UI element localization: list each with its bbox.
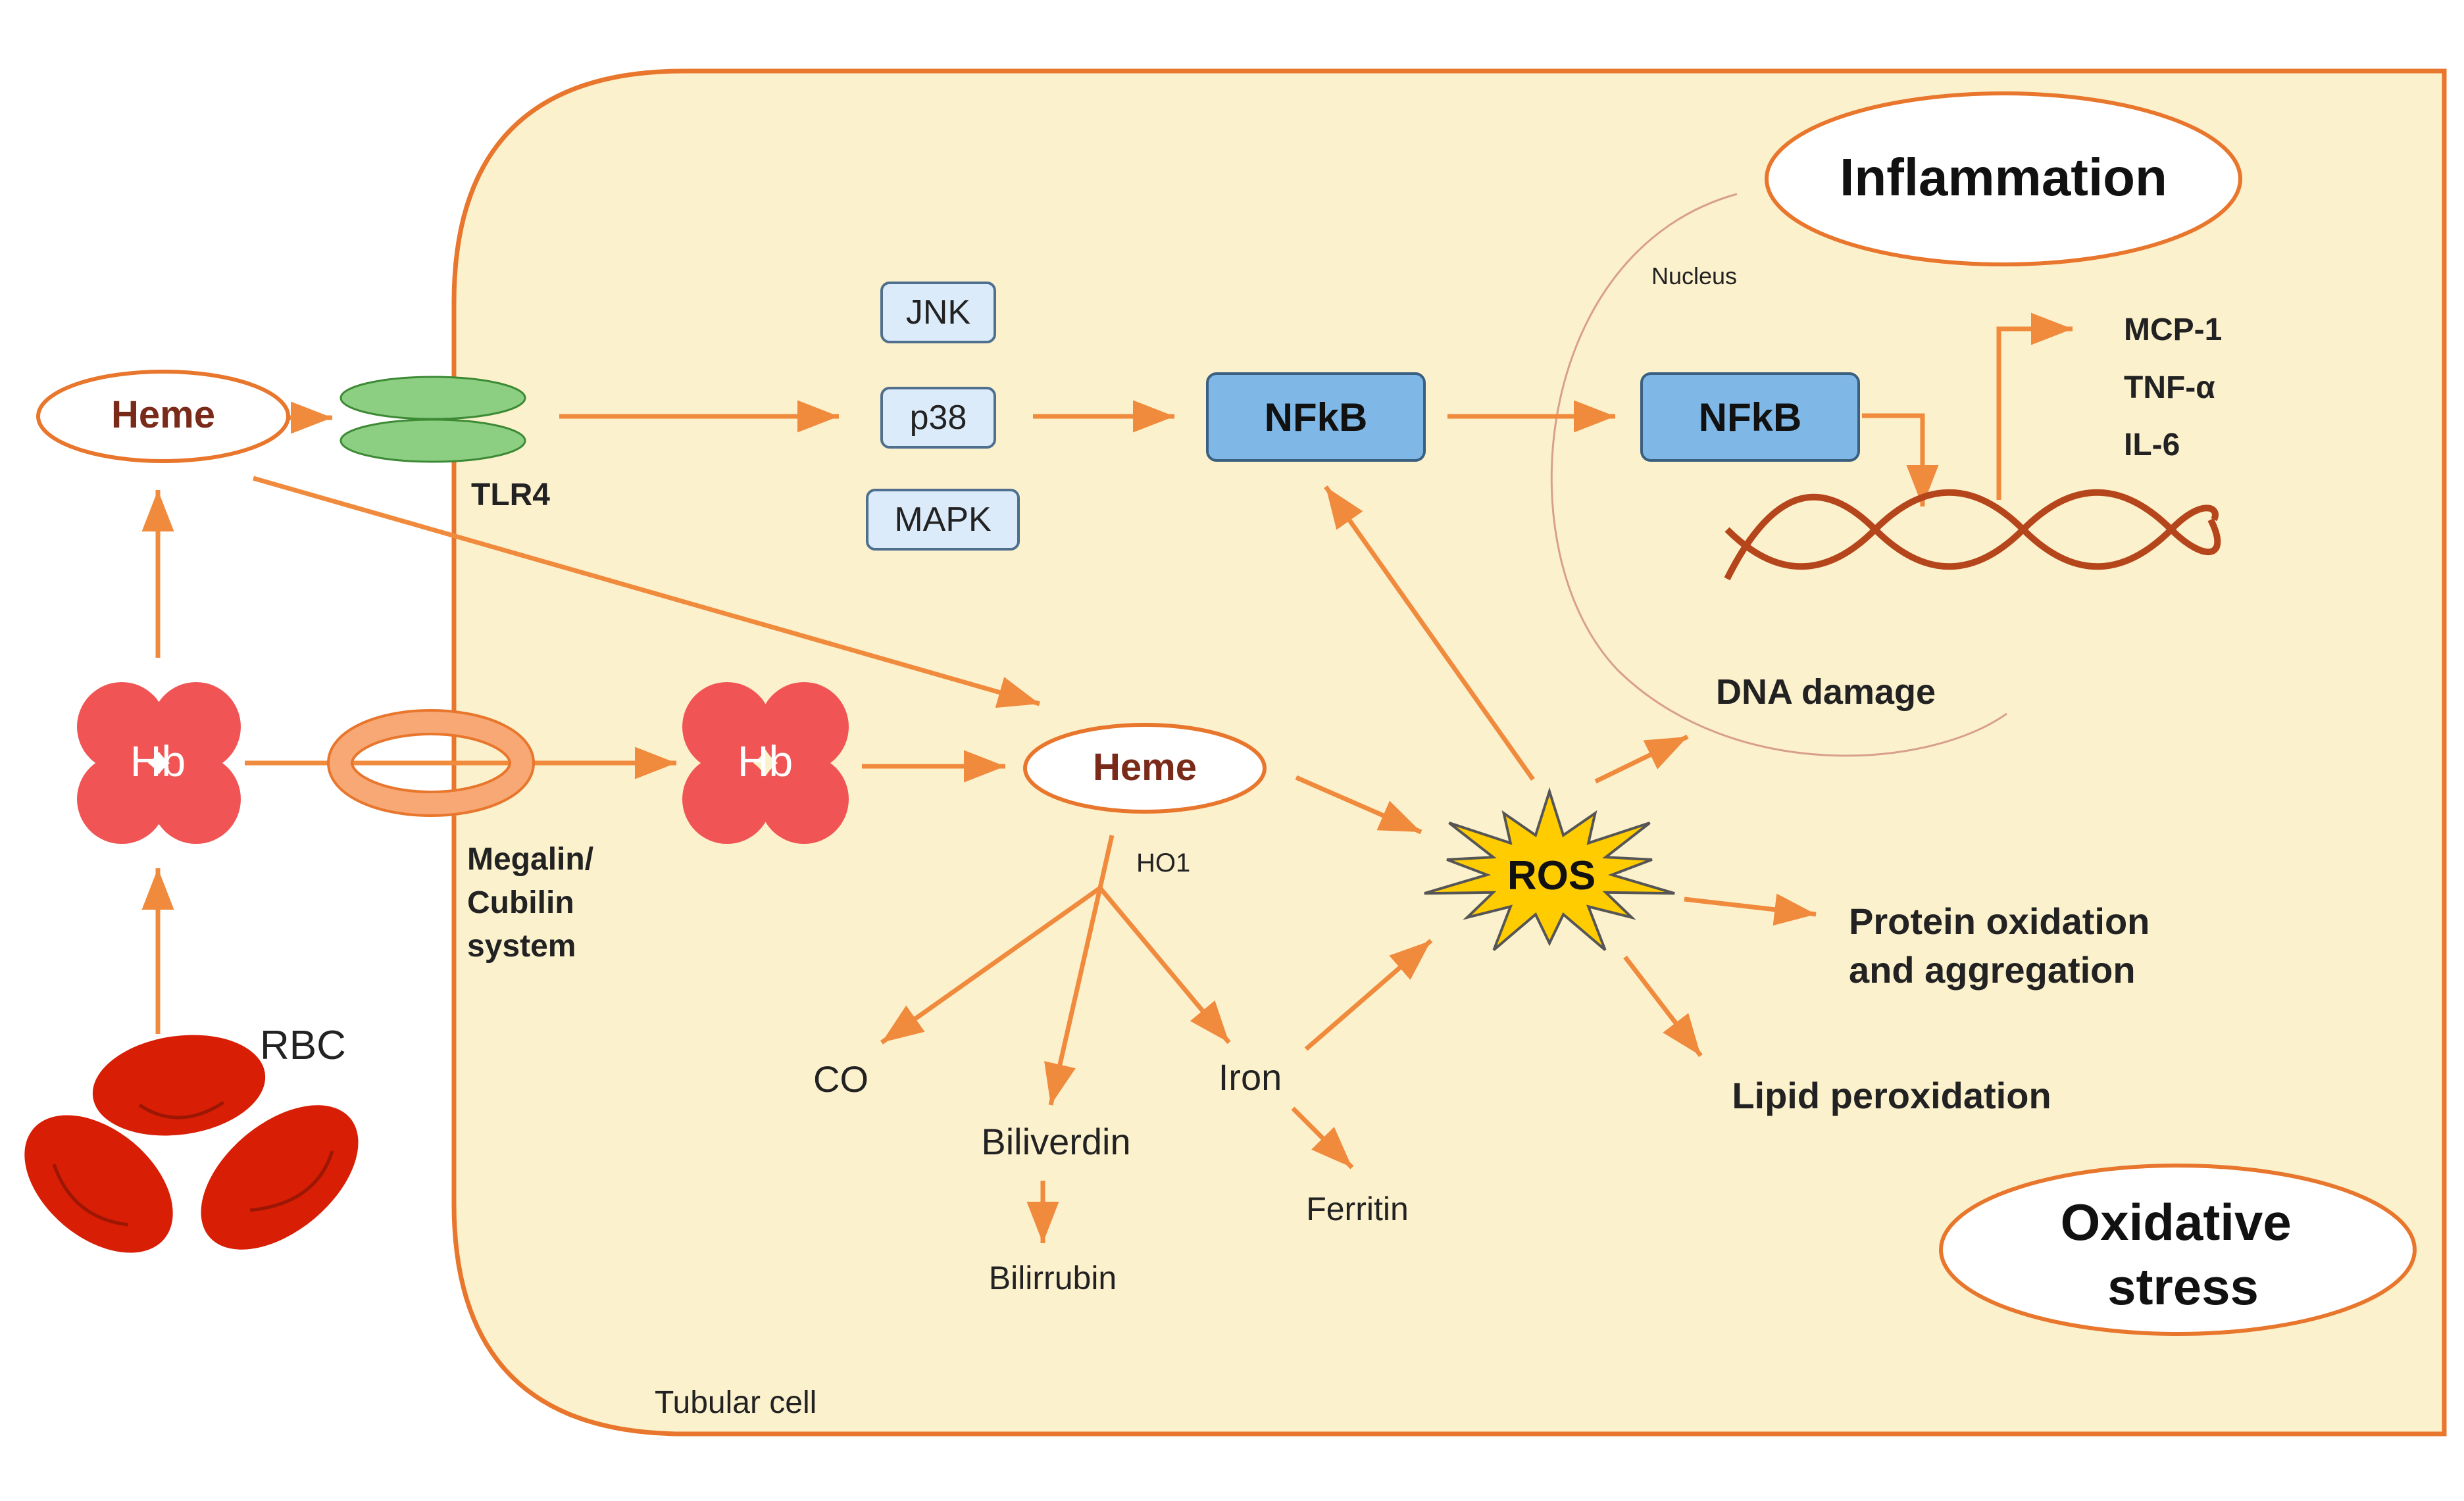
iron-label: Iron xyxy=(1219,1056,1282,1098)
cytokine-mcp1: MCP-1 xyxy=(2124,312,2222,347)
jnk-label: JNK xyxy=(906,293,971,332)
protein-oxidation-line-2: and aggregation xyxy=(1849,949,2136,991)
ros-burst: ROS xyxy=(1424,787,1675,951)
cytokine-tnf-alpha: TNF-α xyxy=(2124,370,2215,405)
ho1-label: HO1 xyxy=(1136,849,1190,877)
nfkb-nucleus-label: NFkB xyxy=(1699,395,1802,439)
nfkb-nucleus-box: NFkB xyxy=(1640,372,1860,462)
co-label: CO xyxy=(813,1058,868,1100)
p38-label: p38 xyxy=(910,399,967,437)
mapk-label: MAPK xyxy=(894,501,992,539)
nfkb-cytoplasm-label: NFkB xyxy=(1265,395,1368,439)
dna-helix xyxy=(1724,489,2221,581)
inflammation-label: Inflammation xyxy=(1840,148,2167,207)
tlr4-label: TLR4 xyxy=(471,478,550,512)
arrow-ros-to-protein-oxidation xyxy=(1684,893,1817,926)
red-blood-cells xyxy=(24,1035,359,1253)
oxidative-stress-line-2: stress xyxy=(2107,1258,2259,1316)
cytokine-il6: IL-6 xyxy=(2124,428,2180,462)
arrow-dna-to-cytokines xyxy=(1996,312,2073,500)
heme-inside-label: Heme xyxy=(1093,746,1197,789)
arrow-ros-to-nfkb xyxy=(1324,485,1535,781)
rbc-label: RBC xyxy=(260,1023,346,1068)
oxidative-stress-line-1: Oxidative xyxy=(2061,1193,2292,1251)
protein-oxidation-label: Protein oxidation and aggregation xyxy=(1849,900,2160,991)
bilirrubin-label: Bilirrubin xyxy=(989,1260,1117,1296)
heme-inside-node: Heme xyxy=(1023,723,1267,814)
heme-outside-node: Heme xyxy=(36,370,290,463)
megalin-label: Megalin/ Cubilin system xyxy=(467,842,602,964)
arrow-nfkb-to-dna xyxy=(1862,413,1939,506)
megalin-line-2: Cubilin xyxy=(467,885,574,920)
arrow-ros-to-dna-damage xyxy=(1594,734,1689,784)
arrow-ho1-to-co xyxy=(880,886,1102,1045)
arrow-iron-to-ros xyxy=(1304,939,1433,1051)
arrow-heme-to-ros xyxy=(1295,775,1422,835)
oxidative-stress-callout: Oxidative stress xyxy=(1939,1164,2417,1336)
hemoglobin-outside: Hb xyxy=(77,682,241,844)
tlr4-receptor xyxy=(339,376,526,463)
nucleus-boundary xyxy=(1550,193,2007,757)
dna-damage-label: DNA damage xyxy=(1716,672,1936,712)
ho1-stem xyxy=(1097,835,1115,889)
arrow-ho1-to-biliverdin xyxy=(1044,887,1103,1106)
biliverdin-label: Biliverdin xyxy=(981,1121,1130,1162)
nfkb-cytoplasm-box: NFkB xyxy=(1206,372,1426,462)
hb-inside-label: Hb xyxy=(738,737,793,785)
jnk-box: JNK xyxy=(880,282,996,343)
hemoglobin-inside: Hb xyxy=(682,682,849,844)
hb-outside-label: Hb xyxy=(130,737,186,785)
tubular-cell-label: Tubular cell xyxy=(655,1385,817,1420)
arrow-heme-to-cell-heme xyxy=(253,476,1040,708)
ros-label: ROS xyxy=(1507,853,1596,898)
arrow-iron-to-ferritin xyxy=(1291,1106,1354,1169)
arrow-ho1-to-iron xyxy=(1098,886,1231,1045)
heme-outside-label: Heme xyxy=(111,393,215,436)
ferritin-label: Ferritin xyxy=(1306,1191,1409,1227)
oxidative-stress-label: Oxidative stress xyxy=(2061,1193,2306,1316)
mapk-box: MAPK xyxy=(866,489,1020,551)
megalin-line-3: system xyxy=(467,929,576,964)
megalin-cubilin-ring xyxy=(327,709,535,817)
protein-oxidation-line-1: Protein oxidation xyxy=(1849,900,2150,942)
p38-box: p38 xyxy=(880,387,996,449)
lipid-peroxidation-label: Lipid peroxidation xyxy=(1732,1075,2051,1116)
arrow-ros-to-lipid-peroxidation xyxy=(1623,955,1703,1058)
nucleus-label: Nucleus xyxy=(1651,262,1737,289)
inflammation-callout: Inflammation xyxy=(1765,91,2242,266)
arrows xyxy=(141,312,2073,1243)
megalin-line-1: Megalin/ xyxy=(467,842,593,877)
